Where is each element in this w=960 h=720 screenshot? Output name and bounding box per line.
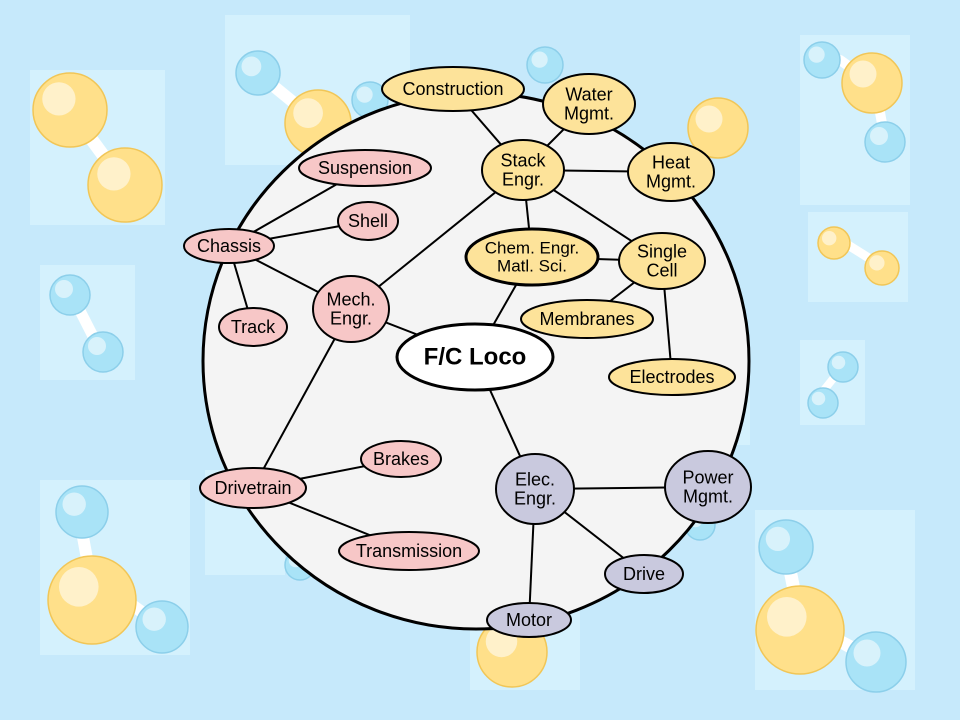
node-elec-engr-label: Engr. xyxy=(514,488,556,508)
node-membranes-label: Membranes xyxy=(539,309,634,329)
molecule-atom xyxy=(135,600,189,654)
node-chassis-shape xyxy=(183,228,275,264)
node-heat-mgmt-shape xyxy=(627,142,715,202)
node-center-label: F/C Loco xyxy=(424,344,527,371)
node-shell-shape xyxy=(337,201,399,241)
node-brakes: Brakes xyxy=(360,440,442,478)
molecule-atom xyxy=(755,585,845,675)
node-heat-mgmt-label: Heat xyxy=(652,153,690,173)
node-electrodes: Electrodes xyxy=(608,358,736,396)
node-stack-engr-label: Engr. xyxy=(502,169,544,189)
node-chassis-label: Chassis xyxy=(197,236,261,256)
node-mech-engr-label: Mech. xyxy=(326,290,375,310)
node-transmission-label: Transmission xyxy=(356,541,462,561)
molecule-atom xyxy=(803,41,841,79)
node-stack-engr-shape xyxy=(481,139,565,201)
node-chem-engr-label: Matl. Sci. xyxy=(497,256,567,275)
node-power-mgmt-label: Mgmt. xyxy=(683,486,733,506)
node-elec-engr: Elec.Engr. xyxy=(495,453,575,525)
molecule-atom xyxy=(827,351,859,383)
molecule-atom xyxy=(526,46,564,84)
molecule-atom xyxy=(82,331,124,373)
molecule-atom xyxy=(758,519,814,575)
node-electrodes-shape xyxy=(608,358,736,396)
node-drivetrain-shape xyxy=(199,467,307,509)
node-track-label: Track xyxy=(231,317,276,337)
node-motor: Motor xyxy=(486,602,572,638)
node-construction-label: Construction xyxy=(402,79,503,99)
node-transmission-shape xyxy=(338,531,480,571)
molecule-atom xyxy=(87,147,163,223)
node-water-mgmt-label: Mgmt. xyxy=(564,103,614,123)
node-brakes-shape xyxy=(360,440,442,478)
node-water-mgmt-shape xyxy=(542,73,636,135)
node-elec-engr-label: Elec. xyxy=(515,470,555,490)
node-suspension-label: Suspension xyxy=(318,158,412,178)
node-suspension-shape xyxy=(298,149,432,187)
node-transmission: Transmission xyxy=(338,531,480,571)
node-track: Track xyxy=(218,307,288,347)
node-drive: Drive xyxy=(604,554,684,594)
node-construction: Construction xyxy=(381,66,525,112)
node-electrodes-label: Electrodes xyxy=(629,367,714,387)
molecule-atom xyxy=(49,274,91,316)
node-drive-label: Drive xyxy=(623,564,665,584)
node-motor-label: Motor xyxy=(506,610,552,630)
node-mech-engr-label: Engr. xyxy=(330,308,372,328)
node-elec-engr-shape xyxy=(495,453,575,525)
node-membranes: Membranes xyxy=(520,299,654,339)
node-water-mgmt-label: Water xyxy=(565,85,612,105)
molecule-atom xyxy=(235,50,281,96)
molecule-atom xyxy=(864,250,900,286)
node-brakes-label: Brakes xyxy=(373,449,429,469)
molecule-atom xyxy=(841,52,903,114)
node-chassis: Chassis xyxy=(183,228,275,264)
node-chem-engr: Chem. Engr.Matl. Sci. xyxy=(464,227,600,287)
node-heat-mgmt-label: Mgmt. xyxy=(646,171,696,191)
node-center-shape xyxy=(395,322,555,392)
node-suspension: Suspension xyxy=(298,149,432,187)
node-single-cell-label: Single xyxy=(637,242,687,262)
molecule-atom xyxy=(687,97,749,159)
node-drive-shape xyxy=(604,554,684,594)
node-membranes-shape xyxy=(520,299,654,339)
molecule-atom xyxy=(32,72,108,148)
node-shell: Shell xyxy=(337,201,399,241)
node-motor-shape xyxy=(486,602,572,638)
molecule-atom xyxy=(47,555,137,645)
node-track-shape xyxy=(218,307,288,347)
node-chem-engr-label: Chem. Engr. xyxy=(485,239,580,258)
node-power-mgmt-label: Power xyxy=(682,468,733,488)
node-construction-shape xyxy=(381,66,525,112)
node-center: F/C Loco xyxy=(395,322,555,392)
molecule-atom xyxy=(817,226,851,260)
node-chem-engr-shape xyxy=(464,227,600,287)
molecule-atom xyxy=(845,631,907,693)
background-molecules xyxy=(30,15,915,693)
node-drivetrain: Drivetrain xyxy=(199,467,307,509)
node-shell-label: Shell xyxy=(348,211,388,231)
node-single-cell-label: Cell xyxy=(646,260,677,280)
node-single-cell-shape xyxy=(618,232,706,290)
node-stack-engr-label: Stack xyxy=(500,151,546,171)
edge-mech-engr-stack-engr xyxy=(350,169,524,310)
node-mech-engr: Mech.Engr. xyxy=(312,275,390,343)
node-mech-engr-shape xyxy=(312,275,390,343)
molecule-atom xyxy=(807,387,839,419)
node-drivetrain-label: Drivetrain xyxy=(214,478,291,498)
node-power-mgmt-shape xyxy=(664,450,752,524)
molecule-atom xyxy=(55,485,109,539)
molecule-atom xyxy=(864,121,906,163)
